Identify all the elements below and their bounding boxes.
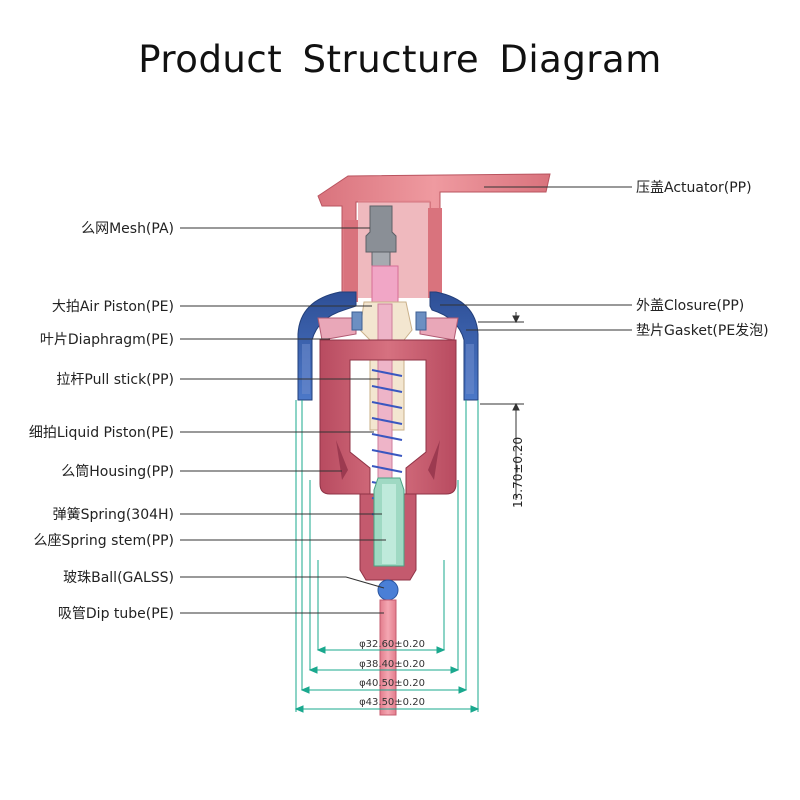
diameter-dimension-lines [294,646,480,713]
label-actuator: 压盖Actuator(PP) [636,180,752,196]
dip-tube [379,599,397,716]
left-leader-lines [180,227,386,614]
actuator [317,173,551,302]
label-mesh: 么网Mesh(PA) [81,221,174,237]
right-leader-lines [440,186,632,331]
label-pull-stick: 拉杆Pull stick(PP) [56,372,174,388]
spring-stem [373,477,405,567]
dim-diameter-2: φ38.40±0.20 [359,659,425,670]
label-dip-tube: 吸管Dip tube(PE) [58,606,174,622]
vertical-dimension [478,312,524,500]
label-housing: 么筒Housing(PP) [61,463,174,480]
closure [297,291,479,401]
label-liquid-piston: 细拍Liquid Piston(PE) [29,425,174,441]
dim-diameter-1: φ32.60±0.20 [359,639,425,650]
label-ball: 玻珠Ball(GALSS) [63,570,174,586]
label-air-piston: 大拍Air Piston(PE) [52,299,174,315]
dim-diameter-3: φ40.50±0.20 [359,678,425,689]
ball [377,579,399,601]
page-title: Product Structure Diagram [138,38,662,81]
dimension-extension-lines [295,400,479,712]
label-spring-stem: 么座Spring stem(PP) [34,533,174,549]
air-piston [317,311,459,341]
label-closure: 外盖Closure(PP) [636,298,744,314]
dim-diameter-4: φ43.50±0.20 [359,697,425,708]
label-spring: 弹簧Spring(304H) [53,507,174,523]
label-gasket: 垫片Gasket(PE发泡) [636,323,769,339]
label-diaphragm: 叶片Diaphragm(PE) [40,332,174,348]
dim-height: 13.70±0.20 [511,437,525,508]
